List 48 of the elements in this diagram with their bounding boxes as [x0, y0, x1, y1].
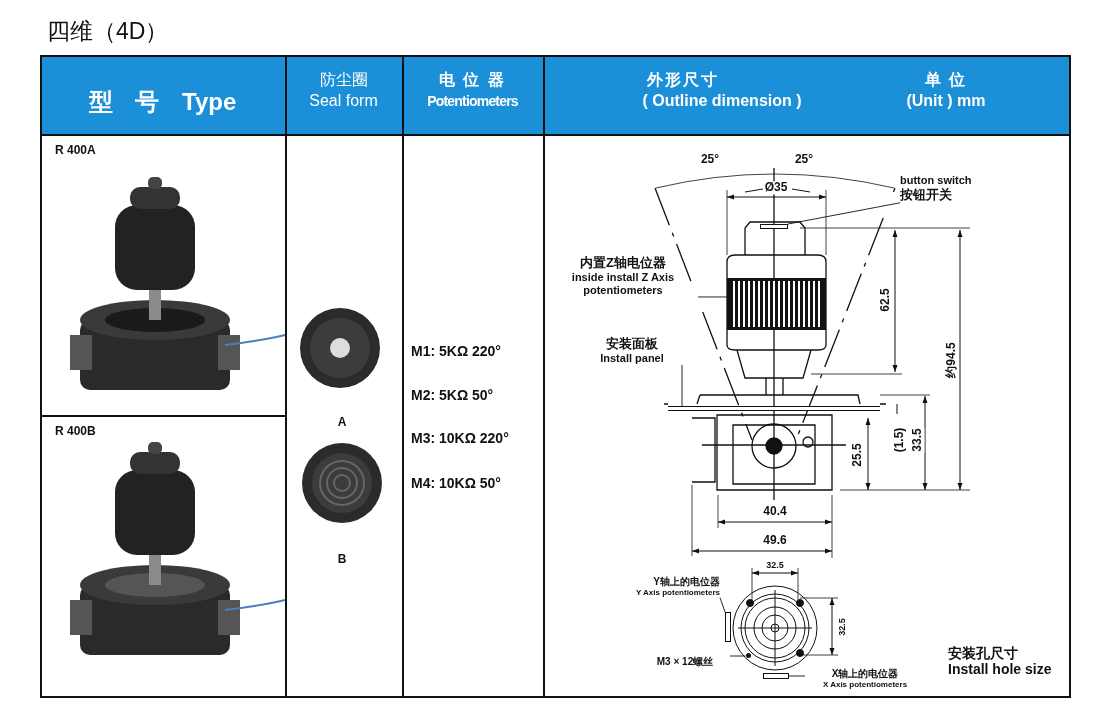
- dimension-label: 33.5: [911, 427, 925, 453]
- callout-text: X Axis potentiometers: [821, 680, 909, 690]
- seal-type-label: A: [337, 416, 347, 430]
- callout-text: Install panel: [599, 351, 665, 365]
- leader-line: [697, 296, 728, 298]
- note-text: 安装孔尺寸: [948, 646, 1018, 662]
- header-label: Seal form: [308, 92, 379, 110]
- callout-text: 安装面板: [605, 336, 659, 352]
- dimension-label: (1.5): [893, 426, 907, 454]
- header-label: Potentiometers: [426, 94, 519, 110]
- screw-hole: [745, 652, 751, 658]
- dimension-label: 32.5: [838, 617, 848, 637]
- potentiometer-spec: M2: 5KΩ 50°: [411, 388, 494, 404]
- potentiometer-spec: M1: 5KΩ 220°: [411, 344, 501, 360]
- callout-text: M3 × 12螺丝: [655, 656, 715, 668]
- potentiometer-housing: [763, 673, 789, 679]
- callout-text: Y Axis potentiometers: [634, 588, 720, 598]
- button-cap: [760, 224, 788, 229]
- header-label: 防尘圈: [318, 71, 369, 89]
- seal-type-label: B: [337, 553, 347, 567]
- dimension-label: 约94.5: [945, 341, 959, 379]
- leader-line: [787, 202, 901, 225]
- model-label: R 400B: [55, 425, 96, 439]
- header-label: 单 位: [924, 71, 968, 89]
- leader-line: [788, 675, 806, 677]
- leader-line: [719, 597, 726, 613]
- callout-text: button switch: [900, 174, 973, 188]
- callout-text: inside install Z Axis potentiometers: [570, 270, 676, 297]
- leader-line: [681, 364, 683, 407]
- potentiometer-housing: [725, 612, 731, 642]
- model-label: R 400A: [55, 144, 96, 158]
- header-label: 型 号 Type: [87, 88, 238, 116]
- potentiometer-spec: M4: 10KΩ 50°: [411, 476, 501, 492]
- page-title: 四维（4D）: [47, 17, 169, 46]
- header-label: 电 位 器: [438, 71, 507, 89]
- note-text: Install hole size: [948, 662, 1052, 678]
- header-label: (Unit ) mm: [906, 92, 986, 110]
- callout-text: 内置Z轴电位器: [579, 255, 667, 271]
- callout-text: X轴上的电位器: [830, 668, 900, 680]
- header-label: 外形尺寸: [647, 71, 719, 89]
- dimension-label: 32.5: [765, 561, 785, 571]
- knurled-grip: [727, 278, 826, 330]
- leader-line: [729, 655, 746, 657]
- callout-text: Y轴上的电位器: [652, 576, 720, 588]
- dimension-label: Ø35: [763, 181, 789, 195]
- callout-text: 按钮开关: [900, 187, 953, 203]
- potentiometer-spec: M3: 10KΩ 220°: [411, 431, 509, 447]
- header-label: ( Outline dimension ): [642, 92, 802, 110]
